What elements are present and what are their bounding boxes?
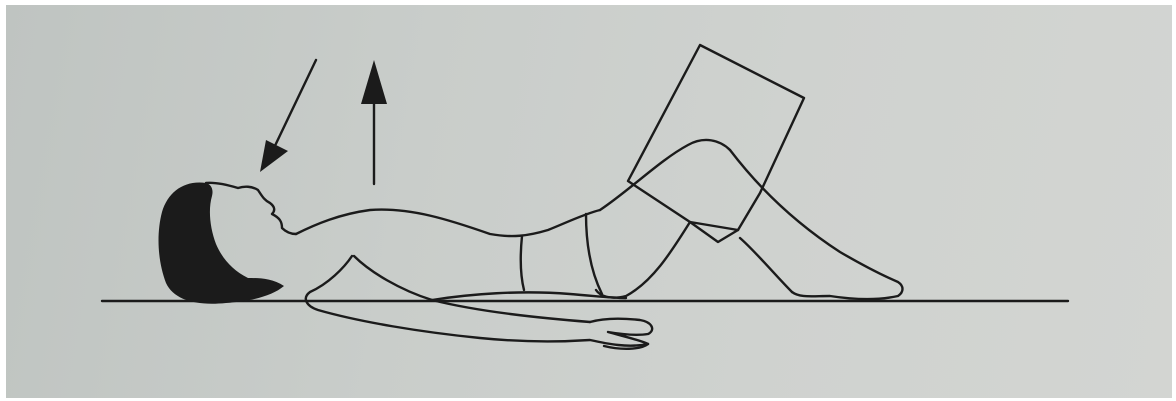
thigh-top [600, 140, 730, 210]
book [628, 45, 804, 242]
back-line [432, 292, 626, 300]
forearm-top [432, 300, 590, 322]
torso-upper [296, 210, 600, 237]
exhale-arrow-icon [361, 60, 387, 184]
face-profile [206, 183, 296, 234]
shin [730, 150, 903, 299]
arm-top [354, 256, 432, 300]
inhale-arrow-icon [260, 60, 316, 172]
thigh-under [596, 222, 690, 298]
calf-back [740, 238, 792, 292]
briefs [521, 214, 602, 294]
